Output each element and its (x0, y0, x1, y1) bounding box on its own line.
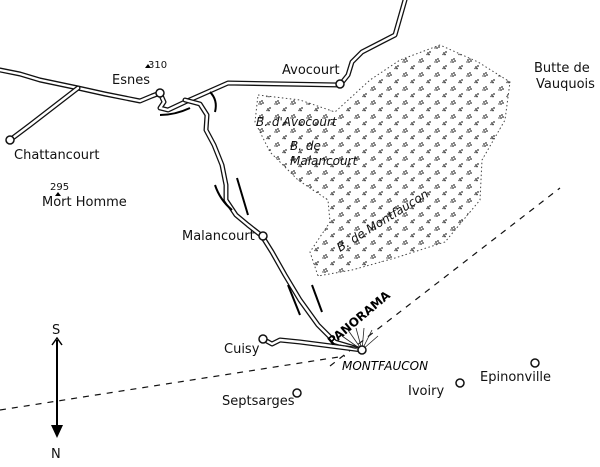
roads (0, 0, 408, 353)
dashed-line-northeast (329, 187, 561, 367)
dashed-line-south (0, 355, 346, 411)
label-bois-malancourt-2: Malancourt (290, 154, 358, 168)
label-mort-homme: Mort Homme (42, 195, 127, 210)
label-esnes-altitude: 310 (148, 60, 167, 71)
towns (5, 79, 540, 398)
label-chattancourt: Chattancourt (14, 148, 99, 163)
compass-north-label: N (51, 447, 61, 462)
summit-marker-295 (55, 192, 61, 196)
label-epinonville: Epinonville (480, 370, 551, 385)
direction-arrows (159, 91, 323, 316)
label-montfaucon: MONTFAUCON (342, 359, 428, 373)
label-esnes: Esnes (112, 73, 150, 88)
label-mort-homme-altitude: 295 (50, 182, 69, 193)
label-bois-malancourt-1: B. de (290, 139, 321, 153)
label-septsarges: Septsarges (222, 394, 295, 409)
forest-area (254, 44, 511, 277)
label-avocourt: Avocourt (282, 63, 340, 78)
label-bois-avocourt: B. d'Avocourt (256, 115, 338, 129)
label-butte-line1: Butte de (534, 61, 590, 76)
compass-arrow: S N (51, 323, 63, 462)
label-malancourt: Malancourt (182, 229, 255, 244)
compass-south-label: S (52, 323, 60, 338)
summit-marker-310 (145, 64, 151, 68)
label-ivoiry: Ivoiry (408, 384, 444, 399)
label-cuisy: Cuisy (224, 342, 260, 357)
label-butte-line2: Vauquois (536, 77, 595, 92)
